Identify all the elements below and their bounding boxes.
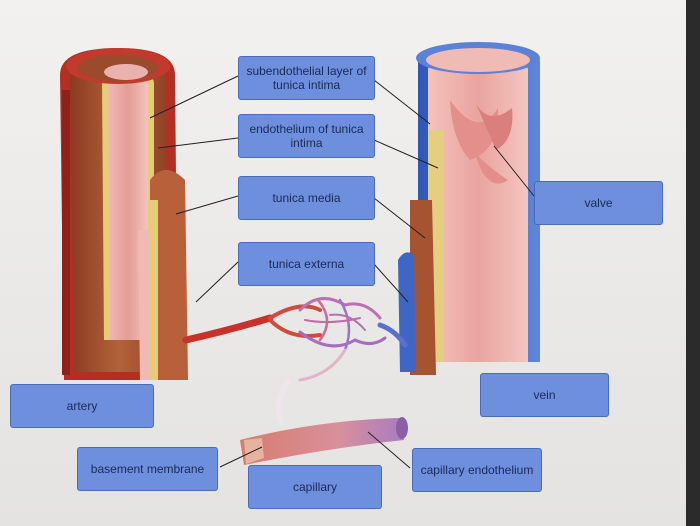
vein-tunica-media <box>410 200 436 375</box>
label-vein[interactable]: vein <box>480 373 609 417</box>
label-tunica-media[interactable]: tunica media <box>238 176 375 220</box>
artery-intima <box>108 74 148 340</box>
vein-valve <box>450 100 499 160</box>
label-basement-membrane[interactable]: basement membrane <box>77 447 218 491</box>
label-capillary[interactable]: capillary <box>248 465 382 509</box>
leader-lines <box>149 75 535 469</box>
screen-edge <box>686 0 700 526</box>
down-arrow-icon <box>275 377 293 427</box>
label-capillary-endothelium[interactable]: capillary endothelium <box>412 448 542 492</box>
artery-media-cut <box>150 170 188 380</box>
capillary-network <box>182 297 408 382</box>
label-subendothelial[interactable]: subendothelial layer of tunica intima <box>238 56 375 100</box>
artery-drawing <box>60 48 188 380</box>
label-valve[interactable]: valve <box>534 181 663 225</box>
label-artery[interactable]: artery <box>10 384 154 428</box>
label-tunica-externa[interactable]: tunica externa <box>238 242 375 286</box>
capillary-drawing <box>240 417 408 465</box>
label-endothelium[interactable]: endothelium of tunica intima <box>238 114 375 158</box>
vein-drawing <box>398 42 540 375</box>
